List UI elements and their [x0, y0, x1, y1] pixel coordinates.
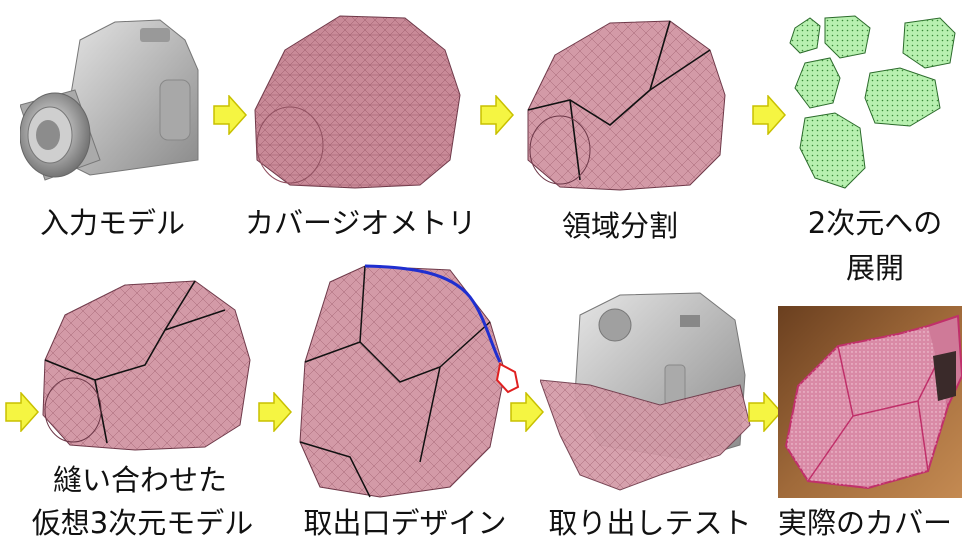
arrow-right-icon [5, 392, 39, 432]
panel-input-model [20, 10, 205, 190]
arrow-right-icon [752, 95, 786, 135]
arrow-right-icon [213, 95, 247, 135]
arrow-right-icon [748, 392, 782, 432]
step-label-extraction-test: 取り出しテスト [540, 505, 760, 541]
step-label-opening-design: 取出口デザイン [285, 505, 525, 541]
arrow-right-icon [480, 95, 514, 135]
arrow-right-icon [510, 392, 544, 432]
photo-actual-cover [778, 306, 962, 498]
panel-segmentation [520, 15, 730, 195]
panel-sewn-virtual-3d [35, 275, 255, 455]
step-label-actual-cover: 実際のカバー [765, 505, 965, 541]
panel-extraction-test [540, 285, 755, 495]
arrow-right-icon [258, 392, 292, 432]
step-label-2d-unfold-line1: 2次元への [790, 205, 960, 241]
step-label-sewn-line1: 縫い合わせた [20, 462, 260, 498]
step-label-input-model: 入力モデル [20, 205, 205, 241]
panel-opening-design [290, 262, 525, 502]
step-label-cover-geometry: カバージオメトリ [245, 205, 465, 241]
step-label-2d-unfold-line2: 展開 [790, 250, 960, 286]
step-label-segmentation: 領域分割 [520, 208, 720, 244]
panel-cover-geometry [245, 10, 465, 195]
panel-2d-patterns [785, 8, 960, 193]
step-label-sewn-line2: 仮想3次元モデル [5, 505, 280, 541]
